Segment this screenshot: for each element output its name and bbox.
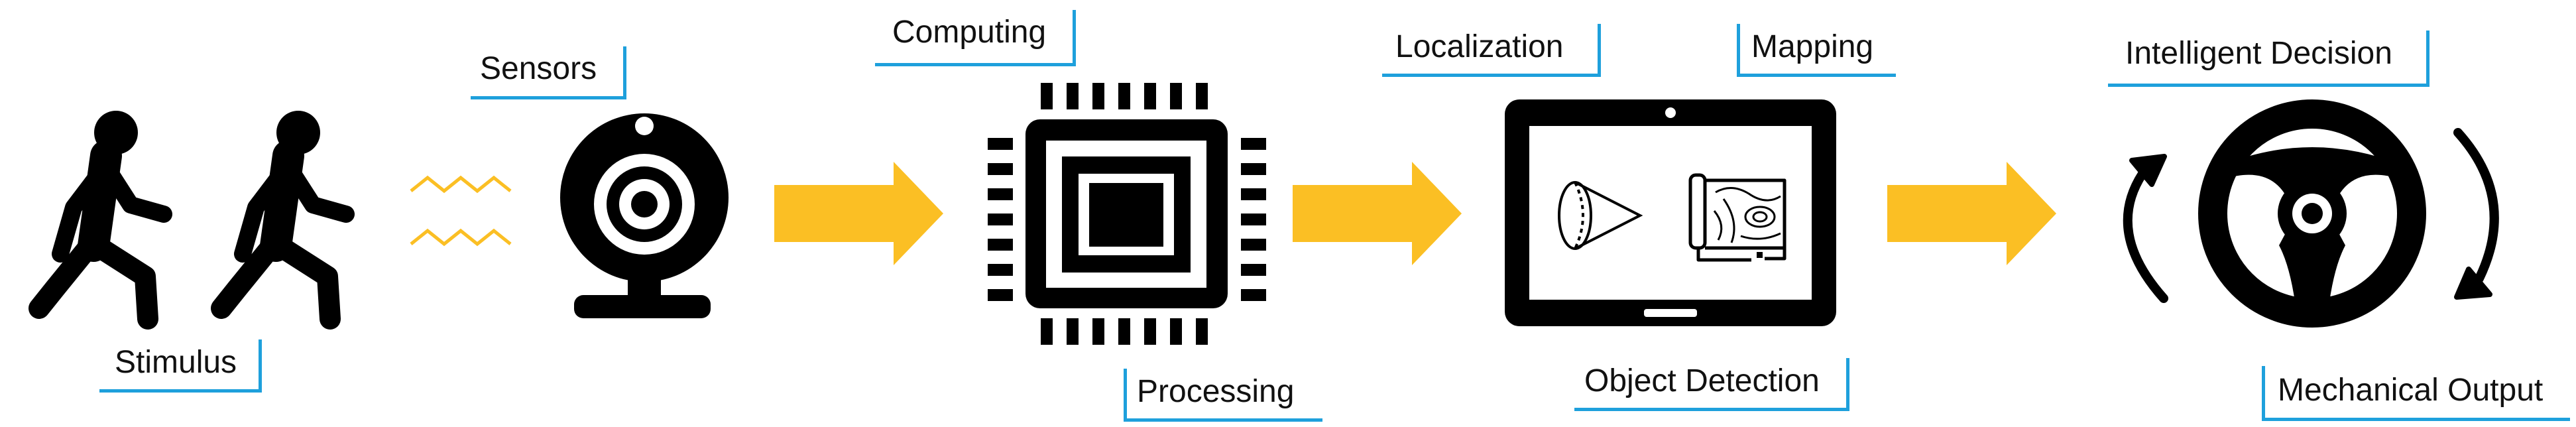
rotate-left-arrow-icon [2123, 154, 2168, 303]
walking-person-icon [39, 111, 164, 319]
walking-person-icon [221, 111, 346, 319]
steering-wheel-icon [2198, 99, 2426, 328]
label-mechanical-output: Mechanical Output [2278, 373, 2544, 408]
arrow-right-icon [1293, 162, 1462, 265]
label-stimulus: Stimulus [115, 345, 237, 380]
arrow-right-icon [1887, 162, 2056, 265]
label-computing: Computing [892, 15, 1047, 50]
map-blueprint-icon [1688, 173, 1786, 262]
webcam-icon [560, 113, 729, 318]
label-bracket [99, 339, 262, 393]
label-bracket [471, 46, 626, 99]
label-object-detection: Object Detection [1584, 363, 1820, 398]
arrow-right-icon [774, 162, 943, 265]
label-bracket [1124, 369, 1322, 422]
label-intelligent-decision: Intelligent Decision [2125, 36, 2392, 71]
label-bracket [1382, 24, 1601, 77]
label-bracket [2108, 30, 2430, 87]
label-processing: Processing [1137, 374, 1295, 409]
label-bracket [1574, 358, 1849, 411]
label-bracket [2262, 366, 2570, 421]
label-bracket [1737, 24, 1896, 77]
label-bracket [875, 10, 1076, 66]
cone-icon [1558, 181, 1643, 250]
wave-signal-icon [410, 175, 512, 247]
label-mapping: Mapping [1751, 29, 1874, 64]
cpu-chip-icon [988, 83, 1266, 345]
rotate-right-arrow-icon [2453, 128, 2499, 300]
tablet-icon [1505, 99, 1836, 326]
label-localization: Localization [1395, 29, 1564, 64]
label-sensors: Sensors [480, 51, 597, 86]
